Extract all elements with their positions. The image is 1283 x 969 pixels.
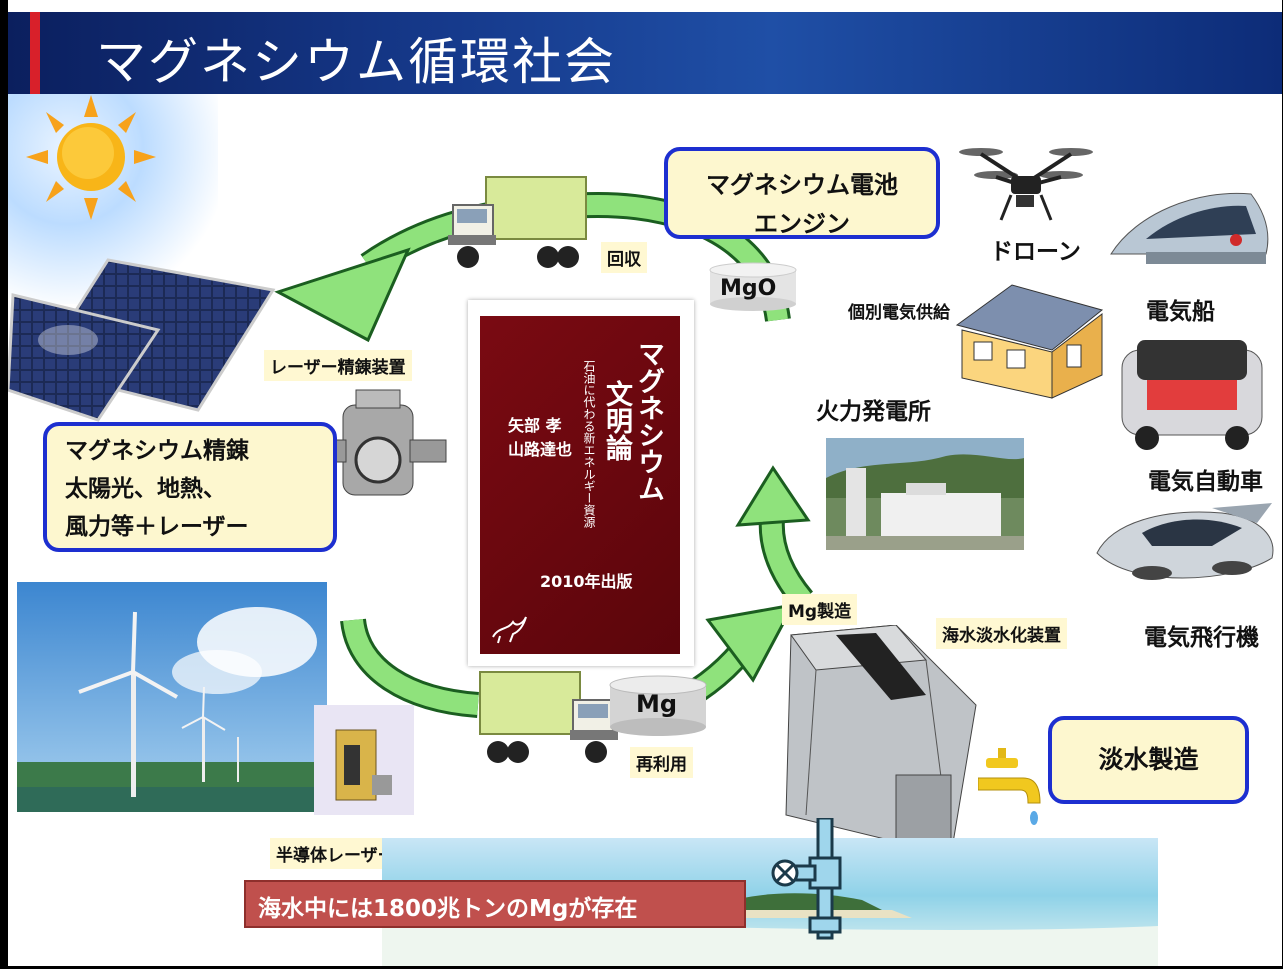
individual-power-label: 個別電気供給 bbox=[848, 303, 950, 323]
flying-car-icon bbox=[1096, 503, 1274, 580]
mg-production-label: Mg製造 bbox=[782, 594, 858, 625]
refining-line-1: マグネシウム精錬 bbox=[65, 438, 249, 464]
semiconductor-laser-label: 半導体レーザー bbox=[270, 838, 401, 869]
recovery-label: 回収 bbox=[601, 242, 647, 273]
title-bar: マグネシウム循環社会 bbox=[8, 12, 1282, 94]
mg-label: Mg bbox=[636, 690, 678, 718]
electric-plane-label: 電気飛行機 bbox=[1144, 625, 1259, 651]
drone-icon bbox=[959, 148, 1093, 221]
book-author-1: 矢部 孝 bbox=[508, 416, 562, 435]
battery-line-2: エンジン bbox=[754, 210, 850, 238]
electric-ship-label: 電気船 bbox=[1146, 299, 1215, 325]
power-plant-icon bbox=[826, 438, 1024, 550]
truck-icon bbox=[479, 671, 618, 763]
house-icon bbox=[955, 284, 1104, 399]
pegasus-icon bbox=[492, 616, 527, 644]
book-author-2: 山路達也 bbox=[508, 440, 573, 459]
cycle-arrows bbox=[274, 191, 814, 718]
drone-label: ドローン bbox=[990, 239, 1081, 265]
mgo-cylinder bbox=[709, 262, 797, 311]
hovercraft-icon bbox=[1110, 192, 1269, 264]
pipe-valve-icon bbox=[771, 818, 842, 940]
book-year: 2010年出版 bbox=[540, 572, 633, 591]
wind-turbine-icon bbox=[17, 582, 327, 812]
page-title: マグネシウム循環社会 bbox=[96, 33, 616, 91]
freshwater-box: 淡水製造 bbox=[1048, 716, 1249, 804]
island-icon bbox=[382, 838, 1158, 966]
reuse-label: 再利用 bbox=[630, 747, 693, 778]
book-subtitle: 石油に代わる新エネルギー資源 bbox=[582, 360, 596, 528]
solar-panel-icon bbox=[8, 258, 276, 422]
sun-icon bbox=[26, 95, 156, 220]
refining-line-3: 風力等＋レーザー bbox=[65, 514, 249, 540]
book-title-2: 文明論 bbox=[601, 380, 632, 461]
book-title-1: マグネシウム bbox=[633, 340, 664, 502]
battery-engine-box: マグネシウム電池 エンジン bbox=[664, 147, 940, 239]
car-icon bbox=[1121, 340, 1263, 450]
mgo-label: MgO bbox=[720, 276, 777, 301]
battery-line-1: マグネシウム電池 bbox=[706, 171, 898, 199]
desalination-plant-icon bbox=[785, 625, 977, 856]
book-cover: マグネシウム 文明論 石油に代わる新エネルギー資源 矢部 孝 山路達也 2010… bbox=[480, 316, 680, 654]
book: マグネシウム 文明論 石油に代わる新エネルギー資源 矢部 孝 山路達也 2010… bbox=[468, 300, 694, 666]
title-accent bbox=[30, 12, 40, 94]
semiconductor-laser-icon bbox=[314, 705, 414, 815]
desalination-device-label: 海水淡水化装置 bbox=[936, 618, 1067, 649]
freshwater-label: 淡水製造 bbox=[1098, 745, 1199, 774]
electric-car-label: 電気自動車 bbox=[1148, 469, 1263, 495]
refining-line-2: 太陽光、地熱、 bbox=[65, 476, 226, 502]
mg-amount-text: 海水中には1800兆トンのMgが存在 bbox=[258, 896, 638, 922]
mg-cylinder bbox=[609, 675, 707, 736]
mg-amount-banner: 海水中には1800兆トンのMgが存在 bbox=[244, 880, 746, 928]
faucet-icon bbox=[978, 748, 1041, 825]
truck-icon bbox=[448, 176, 587, 268]
slide: マグネシウム循環社会 bbox=[8, 0, 1282, 966]
laser-device-label: レーザー精錬装置 bbox=[264, 350, 412, 381]
thermal-plant-label: 火力発電所 bbox=[816, 399, 931, 425]
refining-box: マグネシウム精錬 太陽光、地熱、 風力等＋レーザー bbox=[43, 422, 337, 552]
